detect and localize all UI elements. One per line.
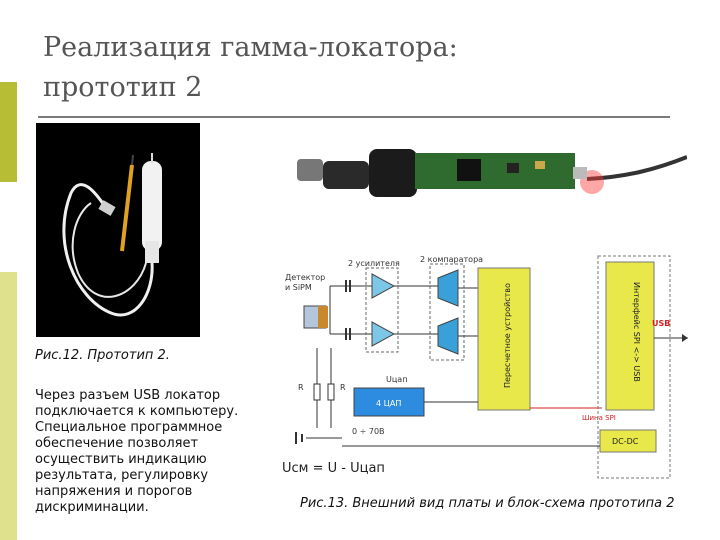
dac-label: 4 ЦАП [376,399,401,408]
comparator-icon [437,317,459,355]
resistor [327,383,335,401]
detector-crystal [318,306,328,328]
amplifier-icon [371,321,396,347]
title-divider [38,116,670,118]
slide-title: Реализация гамма-локатора: прототип 2 [43,28,663,108]
dcdc-block [599,429,657,453]
comparator-icon [437,269,459,307]
dcdc-label: DC-DC [612,437,639,446]
comparators-label: 2 компаратора [420,255,483,264]
side-bar-segment [0,272,17,540]
voltage-range-label: 0 ÷ 70В [352,427,385,436]
paragraph-line: результата, регулировку [35,468,209,483]
bias-voltage-formula: Uсм = U - Uцап [282,461,385,476]
counter-block [477,267,531,411]
side-bar-segment [0,82,17,182]
title-line-2: прототип 2 [43,72,203,103]
prototype-photo [36,123,200,337]
side-bar-segment [0,182,17,272]
title-line-1: Реализация гамма-локатора: [43,32,458,63]
paragraph-line: Специальное программное [35,420,223,435]
detector-label-1: Детектор [285,273,325,282]
resistor-label: R [340,383,346,392]
description-paragraph: Через разъем USB локатор подключается к … [35,388,275,516]
paragraph-line: дискриминации. [35,500,149,515]
paragraph-line: напряжения и порогов [35,484,193,499]
detector-label-2: и SiPM [285,283,312,292]
resistor-label: R [298,383,304,392]
paragraph-line: подключается к компьютеру. [35,404,239,419]
paragraph-line: Через разъем USB локатор [35,388,221,403]
paragraph-line: обеспечение позволяет [35,436,199,451]
counter-label: Пересчетное устройство [503,283,512,388]
paragraph-line: осуществить индикацию [35,452,207,467]
side-bar-segment [0,0,17,82]
ucap-label: Uцап [386,375,407,384]
photo-caption-1: Рис.12. Прототип 2. [35,348,170,363]
board-photo [287,127,687,233]
amplifiers-label: 2 усилителя [348,259,400,268]
usb-label: USB [652,319,670,328]
figure-caption-2: Рис.13. Внешний вид платы и блок-схема п… [300,496,675,511]
dac-block [353,387,425,417]
interface-block [605,261,655,411]
resistor [313,383,321,401]
amplifier-icon [371,273,396,299]
spi-bus-label: Шина SPI [582,414,616,422]
decorative-side-bar [0,0,17,540]
block-diagram: 2 усилителя 2 компаратора Детектор и SiP… [285,255,688,479]
interface-label: Интерфейс SPI <-> USB [632,282,641,382]
